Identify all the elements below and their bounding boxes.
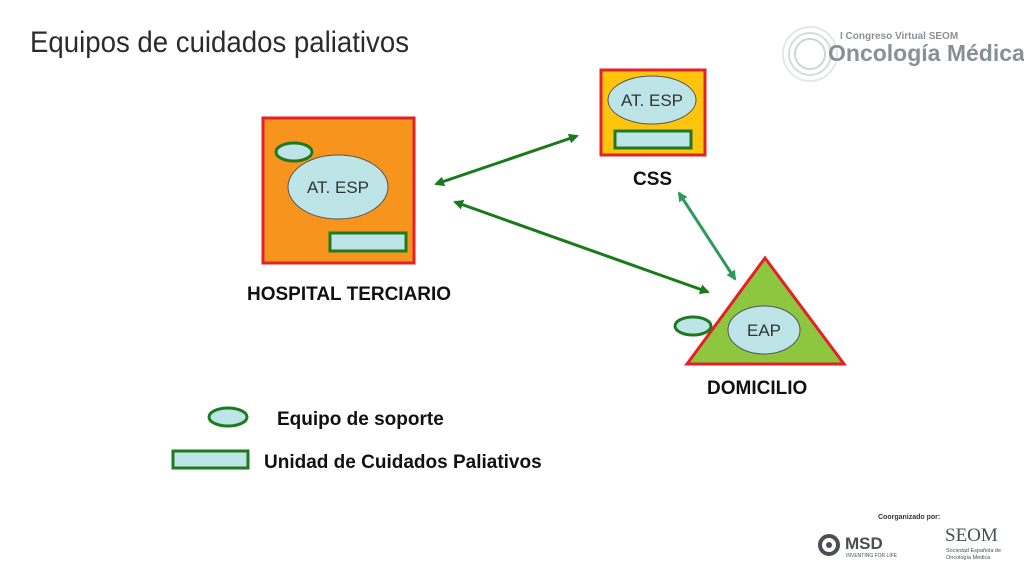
legend-support-label: Equipo de soporte — [277, 409, 444, 430]
hospital-specialist-label: AT. ESP — [307, 178, 369, 197]
hospital-palliative-unit — [328, 231, 408, 253]
domicilio-label: DOMICILIO — [707, 378, 808, 399]
arrow-hospital-domicilio — [453, 199, 710, 295]
seom-logo-text: SEOM — [945, 525, 998, 546]
hospital-specialist-care — [287, 154, 389, 220]
page-title: Equipos de cuidados paliativos — [30, 26, 409, 59]
msd-logo-text: MSD — [845, 534, 883, 553]
arrow-css-domicilio — [677, 191, 737, 281]
msd-tagline: INVENTING FOR LIFE — [846, 553, 898, 559]
css-palliative-unit — [613, 129, 693, 150]
domicilio-node: EAP — [673, 255, 847, 366]
coorganized-label: Coorganizado por: — [878, 514, 941, 521]
css-specialist-label: AT. ESP — [621, 91, 683, 110]
css-node: AT. ESP — [599, 68, 707, 157]
oncology-logo-icon — [782, 26, 838, 82]
css-label: CSS — [633, 169, 673, 190]
legend-unit-label: Unidad de Cuidados Paliativos — [264, 452, 542, 473]
seom-subtitle: Sociedad Española de Oncología Médica — [946, 548, 1002, 561]
legend-unit-icon — [171, 449, 250, 470]
msd-logo-icon — [818, 534, 840, 556]
legend-support-icon — [207, 406, 249, 428]
domicilio-support-team — [673, 315, 713, 337]
hospital-label: HOSPITAL TERCIARIO — [247, 284, 452, 305]
hospital-node: AT. ESP — [261, 116, 416, 265]
congress-logo-text: Oncología Médica — [828, 40, 1024, 66]
css-specialist-care — [607, 75, 697, 125]
domicilio-eap-label: EAP — [747, 321, 781, 340]
arrow-hospital-css — [434, 133, 579, 187]
domicilio-eap — [727, 305, 801, 355]
congress-name: I Congreso Virtual SEOM — [840, 31, 959, 42]
hospital-support-team — [274, 141, 314, 163]
